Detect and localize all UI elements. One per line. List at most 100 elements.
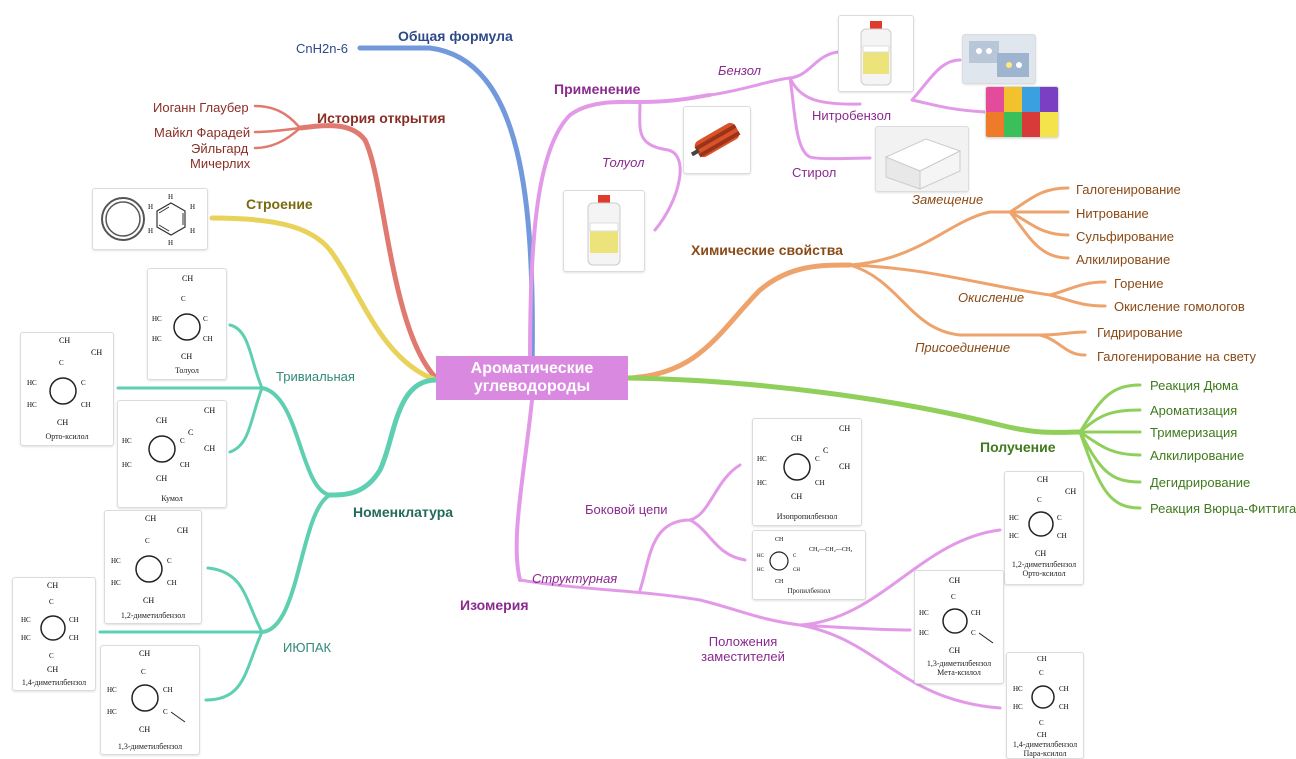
isomerism-side-chains[interactable]: Боковой цепи: [585, 502, 668, 517]
iso13-caption: 1,3-диметилбензол Мета-ксилол: [915, 659, 1003, 677]
connector-positions: [798, 528, 1002, 710]
iso12-caption-line2: Орто-ксилол: [1022, 569, 1066, 578]
addition-item[interactable]: Гидрирование: [1097, 325, 1183, 340]
svg-text:CH: CH: [145, 514, 156, 523]
svg-text:CH: CH: [91, 348, 102, 357]
svg-text:HC: HC: [122, 461, 132, 469]
substitution-item[interactable]: Алкилирование: [1076, 252, 1171, 267]
isopropylbenzene-caption: Изопропилбензол: [776, 512, 838, 521]
production-item[interactable]: Алкилирование: [1150, 448, 1245, 463]
oxidation-item[interactable]: Окисление гомологов: [1114, 299, 1245, 314]
svg-text:C: C: [951, 593, 956, 601]
production-item[interactable]: Реакция Вюрца-Фиттига: [1150, 501, 1296, 516]
svg-text:C: C: [1039, 719, 1044, 727]
production-item[interactable]: Тримеризация: [1150, 425, 1238, 440]
svg-text:HC: HC: [757, 554, 765, 559]
svg-text:H: H: [148, 203, 153, 211]
history-title[interactable]: История открытия: [317, 110, 446, 126]
dimethyl14-caption: 1,4-диметилбензол: [21, 678, 87, 687]
chemical-substitution[interactable]: Замещение: [912, 192, 984, 207]
connector-nitro-images: [910, 58, 987, 114]
svg-text:C: C: [81, 379, 86, 387]
svg-text:C: C: [181, 295, 186, 303]
orthoxylene-caption: Орто-ксилол: [45, 432, 89, 441]
pills-image: [962, 34, 1036, 84]
benzene-structure-image: H H H H H H: [92, 188, 208, 250]
svg-text:HC: HC: [757, 568, 765, 573]
chemical-title[interactable]: Химические свойства: [691, 242, 843, 258]
svg-text:C: C: [49, 652, 54, 660]
chemical-addition[interactable]: Присоединение: [915, 340, 1011, 355]
history-item[interactable]: Иоганн Глаубер: [153, 100, 249, 115]
connector-toluene: [638, 100, 682, 232]
nomenclature-iupac[interactable]: ИЮПАК: [283, 640, 332, 655]
application-benzene[interactable]: Бензол: [718, 63, 762, 78]
isomerism-positions-line2: заместителей: [701, 649, 785, 664]
production-title[interactable]: Получение: [980, 439, 1056, 455]
connector-iupac-items: [98, 566, 264, 702]
oxidation-item[interactable]: Горение: [1114, 276, 1164, 291]
history-item[interactable]: Майкл Фарадей: [154, 125, 251, 140]
svg-text:HC: HC: [152, 335, 162, 343]
isomerism-title[interactable]: Изомерия: [460, 597, 529, 613]
substitution-item[interactable]: Галогенирование: [1076, 182, 1181, 197]
iso12-caption: 1,2-диметилбензол Орто-ксилол: [1005, 560, 1083, 578]
svg-text:C: C: [167, 557, 172, 565]
application-styrene[interactable]: Стирол: [792, 165, 837, 180]
connector-benzene: [708, 50, 872, 161]
isomerism-positions-line1: Положения: [708, 634, 778, 649]
iso13-caption-line1: 1,3-диметилбензол: [926, 659, 992, 668]
substitution-item[interactable]: Нитрование: [1076, 206, 1149, 221]
connector-application: [528, 93, 712, 362]
svg-text:CH: CH: [971, 609, 981, 617]
chemical-oxidation[interactable]: Окисление: [958, 290, 1025, 305]
solvent-bottle-image: [838, 15, 914, 92]
application-nitrobenzene[interactable]: Нитробензол: [812, 108, 892, 123]
svg-text:H: H: [190, 203, 195, 211]
history-item[interactable]: Мичерлих: [190, 156, 251, 171]
svg-text:H: H: [190, 227, 195, 235]
nomenclature-trivial[interactable]: Тривиальная: [276, 369, 355, 384]
history-item[interactable]: Эйльгард: [191, 141, 249, 156]
production-item[interactable]: Дегидрирование: [1150, 475, 1251, 490]
svg-text:H: H: [168, 239, 173, 247]
svg-text:C: C: [203, 315, 208, 323]
svg-text:H: H: [168, 193, 173, 201]
iso14-caption: 1,4-диметилбензол Пара-ксилол: [1007, 740, 1083, 758]
isomerism-positions[interactable]: Положения заместителей: [688, 634, 798, 664]
substitution-item[interactable]: Сульфирование: [1076, 229, 1175, 244]
application-title[interactable]: Применение: [554, 81, 641, 97]
addition-item[interactable]: Галогенирование на свету: [1097, 349, 1257, 364]
production-item[interactable]: Реакция Дюма: [1150, 378, 1239, 393]
svg-text:C: C: [971, 629, 976, 637]
svg-text:CH: CH: [1035, 549, 1046, 558]
nomenclature-title[interactable]: Номенклатура: [353, 504, 454, 520]
formula-title[interactable]: Общая формула: [398, 28, 513, 44]
svg-text:C: C: [59, 359, 64, 367]
connector-substitution: [848, 210, 1012, 267]
svg-text:CH: CH: [1057, 532, 1067, 540]
svg-text:C: C: [141, 668, 146, 676]
cumene-caption: Кумол: [161, 494, 183, 503]
connector-structural: [518, 578, 802, 627]
svg-text:CH: CH: [139, 725, 150, 734]
connector-isomerism: [514, 398, 534, 582]
svg-text:HC: HC: [21, 616, 31, 624]
structure-title[interactable]: Строение: [246, 196, 313, 212]
isomerism-structural[interactable]: Структурная: [532, 571, 618, 586]
formula-value[interactable]: CnH2n-6: [296, 41, 349, 56]
connector-chemical: [625, 262, 853, 381]
svg-text:HC: HC: [1013, 703, 1023, 711]
svg-text:HC: HC: [919, 629, 929, 637]
iso13-caption-line2: Мета-ксилол: [937, 668, 981, 677]
production-item[interactable]: Ароматизация: [1150, 403, 1238, 418]
connector-iupac: [260, 493, 332, 634]
application-toluene[interactable]: Толуол: [602, 155, 645, 170]
svg-text:CH: CH: [47, 581, 58, 590]
svg-text:CH: CH: [1059, 685, 1069, 693]
svg-text:C: C: [823, 446, 828, 455]
